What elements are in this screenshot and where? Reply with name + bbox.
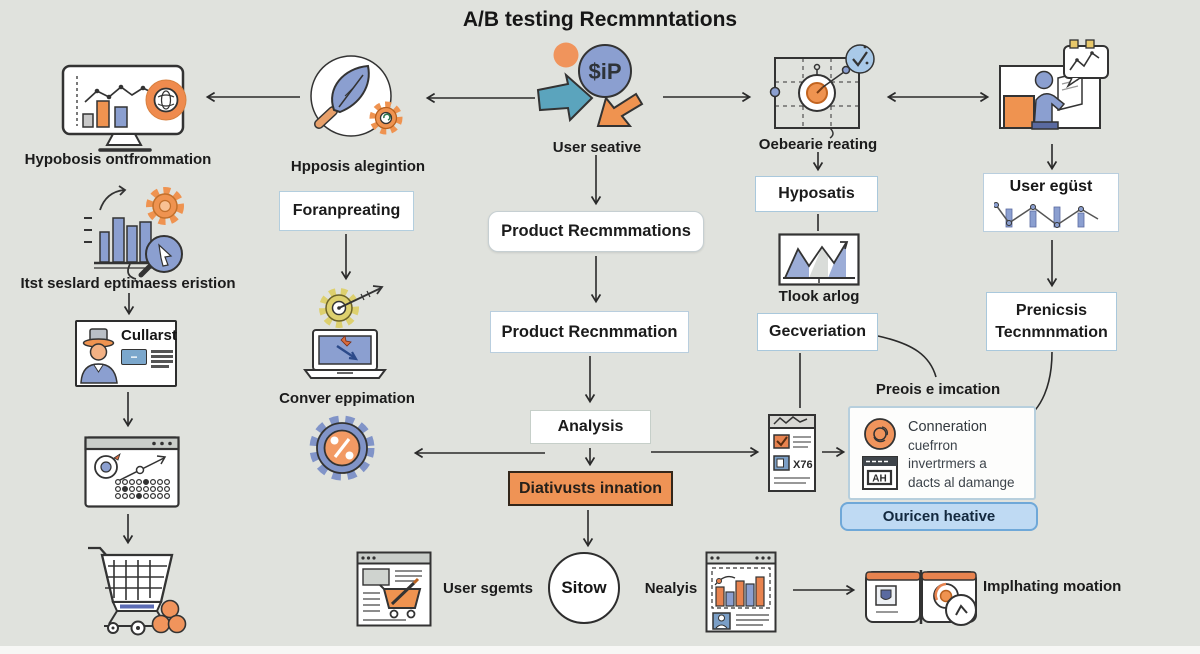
label-conver: Conver eppimation	[279, 390, 415, 407]
bars-gear-magnifier-icon	[84, 185, 184, 280]
analyst-desk-icon	[999, 39, 1109, 130]
label-user-sgemts: User sgemts	[442, 580, 534, 597]
box-hyposatis: Hyposatis	[755, 176, 878, 212]
target-diagram-icon	[769, 44, 875, 139]
prenicsis-line2: Tecnmnmation	[995, 323, 1108, 341]
label-itst-eristion: Itst seslard eptimaess eristion	[20, 275, 236, 292]
circle-sitow: Sitow	[548, 552, 620, 624]
percent-gear-icon	[309, 415, 375, 481]
prenicsis-line1: Prenicsis	[1015, 301, 1088, 319]
user-egust-chart-icon	[994, 202, 1099, 228]
box-product-recommendations: Product Recmmmations	[488, 211, 704, 252]
implementation-book-clock-icon	[865, 570, 977, 626]
box-gecveriation: Gecveriation	[757, 313, 878, 351]
browser-stats-icon	[705, 551, 777, 633]
shopping-cart-icon	[88, 546, 187, 636]
card-title: Cullarst	[121, 327, 177, 344]
orange-cursor-arrow	[596, 92, 644, 127]
box-user-egust: User egüst	[983, 173, 1119, 232]
label-oebearie: Oebearie reating	[758, 136, 878, 153]
browser-cart-icon	[356, 551, 432, 627]
label-preois: Preois e imcation	[875, 381, 1001, 398]
box-analysis: Analysis	[530, 410, 651, 444]
megaphone-arrow-shape	[536, 72, 594, 123]
monitor-chart-icon	[61, 64, 187, 152]
info-text: Conneration cuefrron invertrmers a dacts…	[908, 419, 1015, 490]
leaf-magnifier-icon	[310, 55, 403, 137]
label-hypobosis: Hypobosis ontfrommation	[24, 151, 212, 168]
box-prenicsis: Prenicsis Tecnmnmation	[986, 292, 1117, 351]
user-egust-title: User egüst	[1009, 178, 1093, 195]
data-browser-icon: AH	[862, 456, 898, 490]
browser-code-text: AH	[872, 474, 886, 485]
price-promo-icon: $iP	[536, 42, 644, 127]
ab-report-icon: X76	[768, 414, 816, 492]
box-diativusts: Diativusts innation	[508, 471, 673, 506]
coin-text: $iP	[588, 59, 621, 84]
label-hpposis: Hpposis alegintion	[290, 158, 426, 175]
customer-avatar-icon	[80, 328, 118, 384]
box-ouricen: Ouricen heative	[840, 502, 1038, 531]
area-chart-icon	[778, 233, 860, 286]
box-foranpreating: Foranpreating	[279, 191, 414, 231]
label-user-seative: User seative	[552, 139, 642, 156]
check-badge-icon	[845, 44, 875, 74]
card-minus-button: −	[121, 349, 147, 365]
conversion-info-box: AH Conneration cuefrron invertrmers a da…	[848, 406, 1036, 500]
report-code-text: X76	[793, 459, 813, 471]
label-implhating: Implhating moation	[983, 578, 1122, 595]
customer-card: Cullarst −	[75, 320, 177, 387]
bottom-strip	[0, 646, 1200, 654]
browser-metrics-icon	[84, 436, 180, 508]
label-nealyis: Nealyis	[644, 580, 698, 597]
orange-rings-icon	[864, 418, 896, 450]
box-product-recommendation: Product Recnmmation	[490, 311, 689, 353]
label-tlook: Tlook arlog	[778, 288, 860, 305]
page-title: A/B testing Recmmntations	[462, 8, 738, 31]
laptop-gear-icon	[303, 285, 387, 379]
